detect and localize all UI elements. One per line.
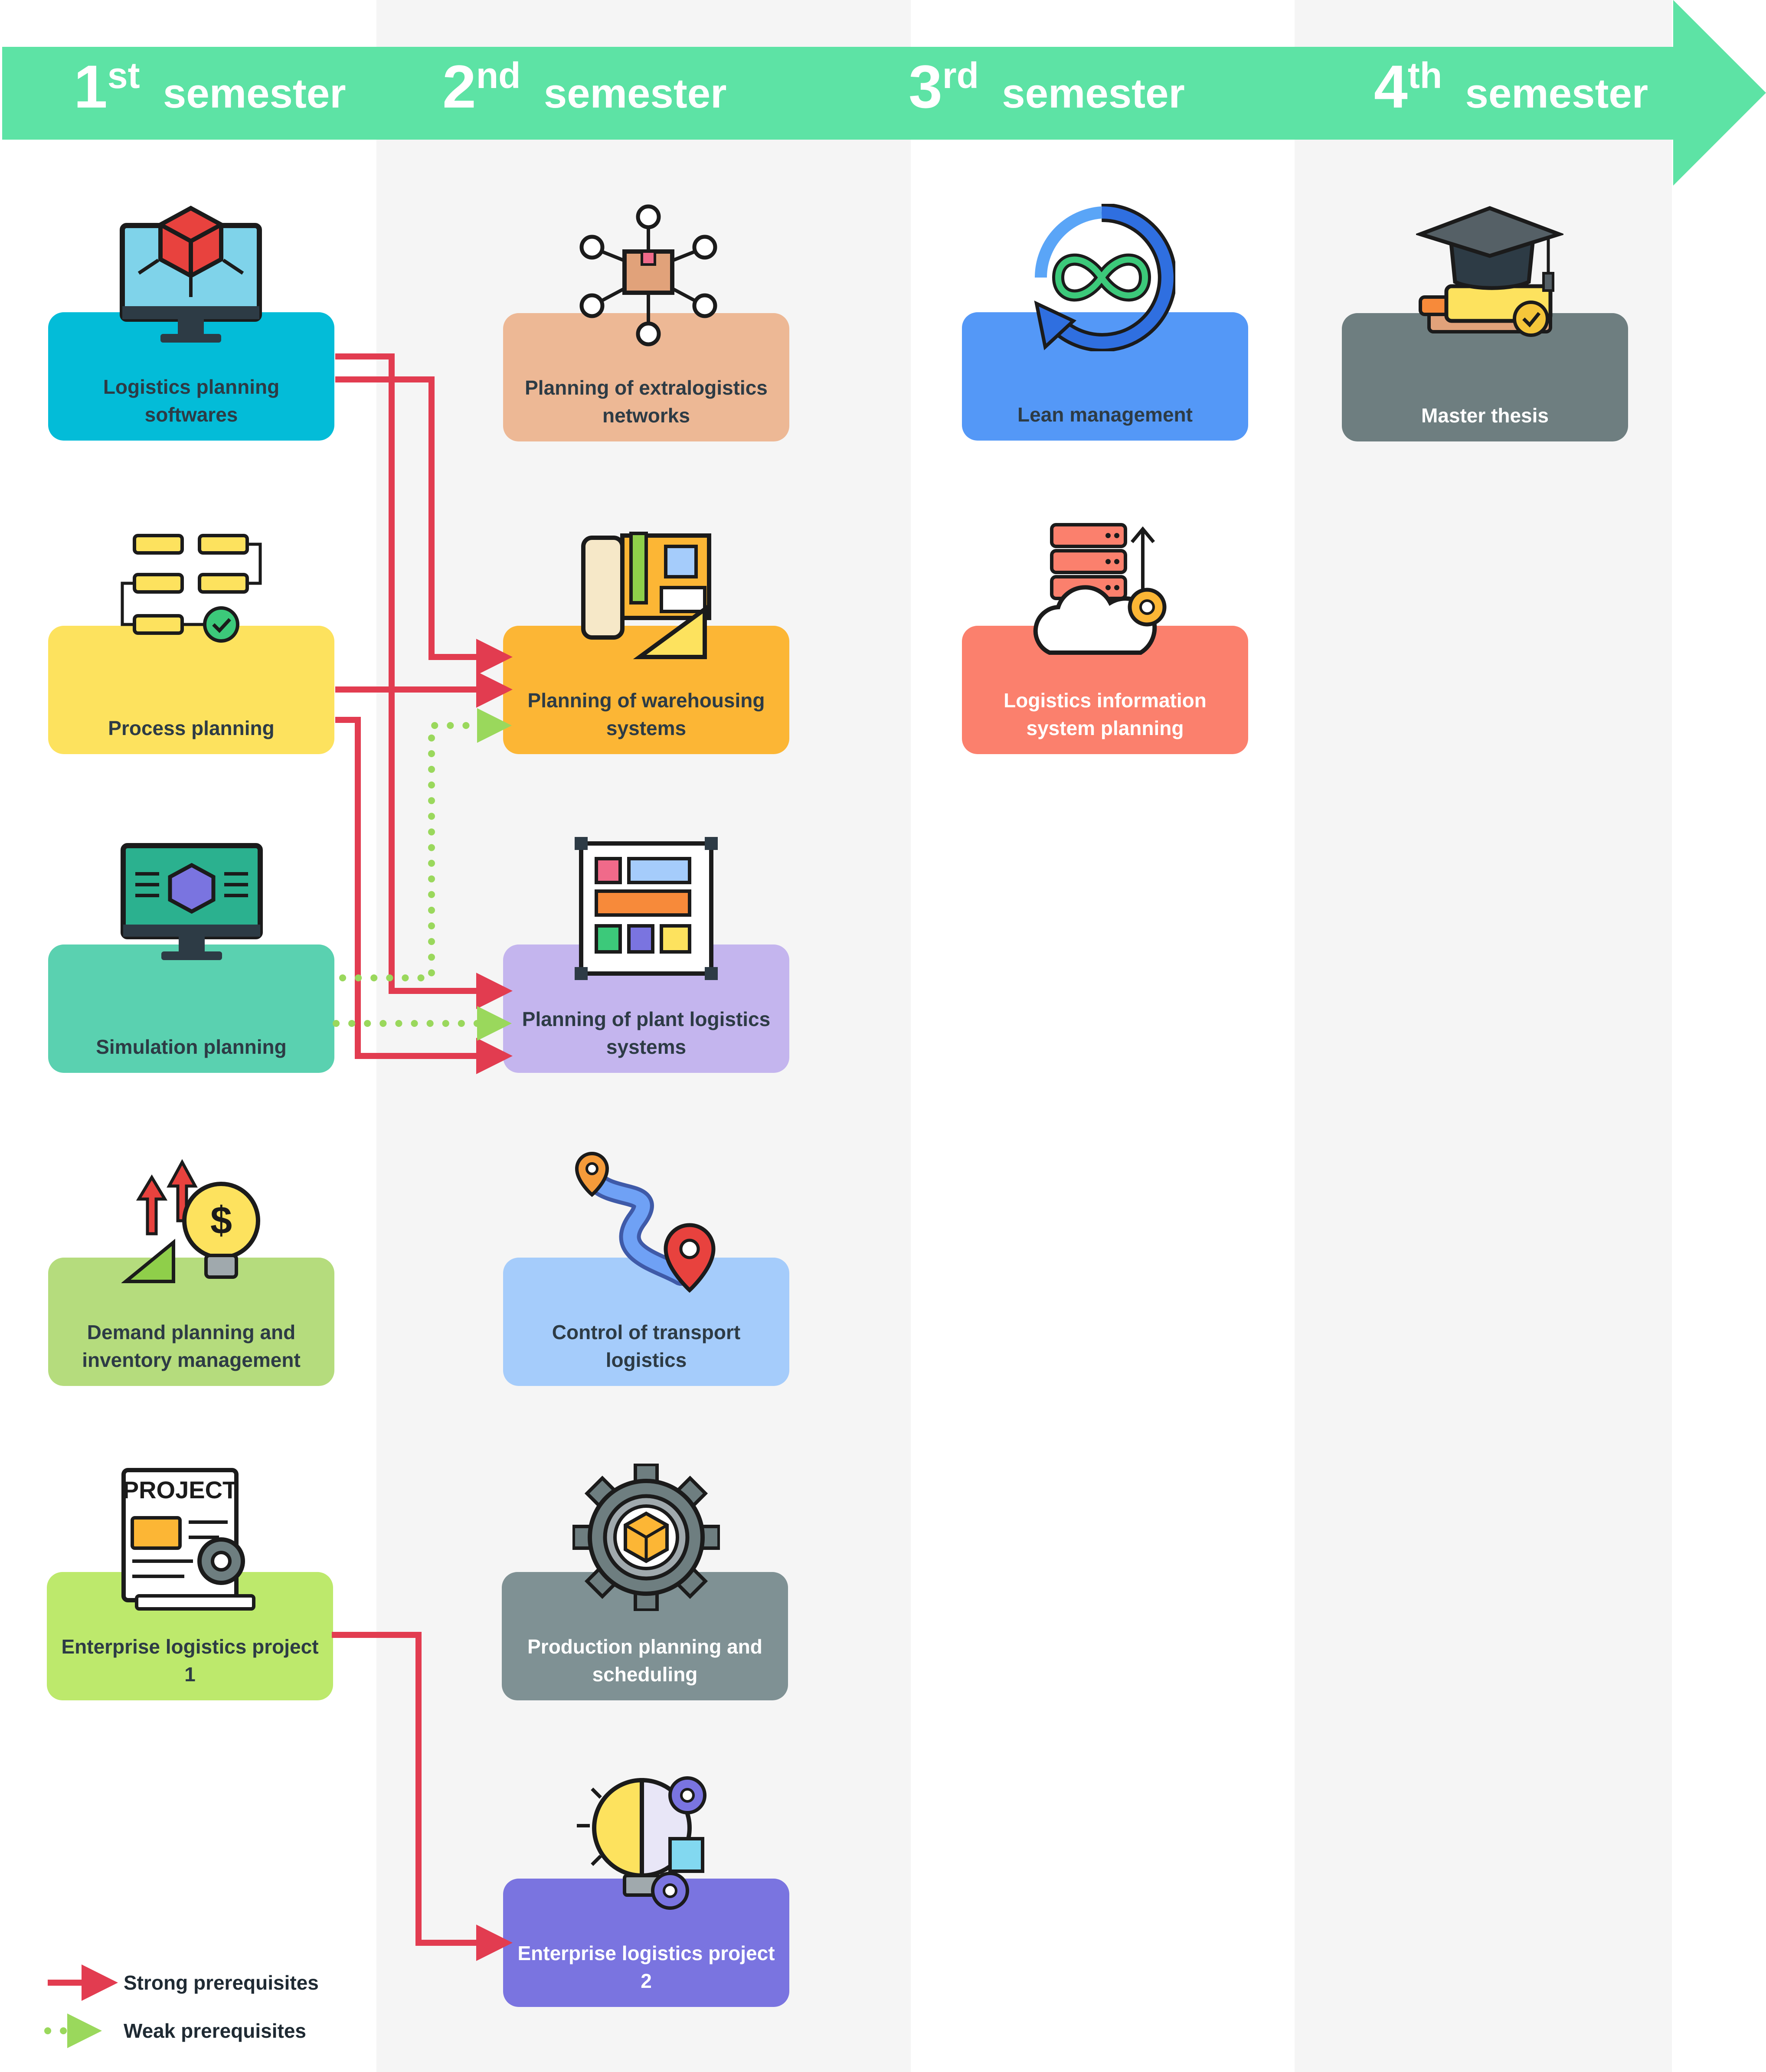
plant-layout-icon — [575, 837, 718, 980]
semester-1-label: 1st semester — [74, 52, 346, 121]
course-enterprise-project-1[interactable]: Enterprise logistics project 1 — [47, 1572, 333, 1700]
simulation-monitor-icon — [121, 843, 263, 960]
server-cloud-icon — [1033, 523, 1167, 655]
svg-text:PROJECT: PROJECT — [123, 1476, 238, 1503]
monitor-cube-icon — [120, 206, 262, 343]
idea-bulb-gears-icon — [577, 1776, 706, 1910]
course-logistics-planning-softwares[interactable]: Logistics planning softwares — [48, 312, 334, 441]
weak-link-simulation-to-warehousing — [339, 708, 512, 981]
blueprint-icon — [581, 532, 711, 659]
legend-weak-label: Weak prerequisites — [124, 2020, 307, 2042]
strong-link-softwares-to-warehousing — [335, 353, 513, 1009]
flowchart-icon — [121, 534, 262, 643]
semester-3-label: 3rd semester — [909, 52, 1185, 121]
gear-box-icon — [572, 1464, 720, 1611]
timeline-arrow — [2, 0, 1766, 186]
course-enterprise-project-2[interactable]: Enterprise logistics project 2 — [503, 1879, 789, 2007]
infinity-cycle-icon — [1034, 204, 1175, 351]
growth-bulb-icon: $ — [121, 1159, 260, 1283]
strong-link-softwares-to-plant — [335, 376, 513, 675]
course-process-planning[interactable]: Process planning — [48, 626, 334, 754]
semester-4-label: 4th semester — [1374, 52, 1648, 121]
strong-link-project1-to-project2 — [332, 1632, 513, 1961]
network-box-icon — [579, 204, 717, 346]
route-map-icon — [575, 1151, 716, 1293]
project-document-icon: PROJECT — [121, 1468, 255, 1611]
course-demand-planning[interactable]: Demand planning and inventory management — [48, 1258, 334, 1386]
course-simulation-planning[interactable]: Simulation planning — [48, 944, 334, 1073]
strong-link-process-to-plant — [335, 717, 513, 1074]
svg-text:$: $ — [210, 1199, 232, 1242]
course-transport-logistics[interactable]: Control of transport logistics — [503, 1258, 789, 1386]
course-warehousing-systems[interactable]: Planning of warehousing systems — [503, 626, 789, 754]
legend-strong-label: Strong prerequisites — [124, 1971, 319, 1994]
semester-2-label: 2nd semester — [442, 52, 727, 121]
graduation-cap-icon — [1416, 206, 1563, 337]
course-master-thesis[interactable]: Master thesis — [1342, 313, 1628, 441]
